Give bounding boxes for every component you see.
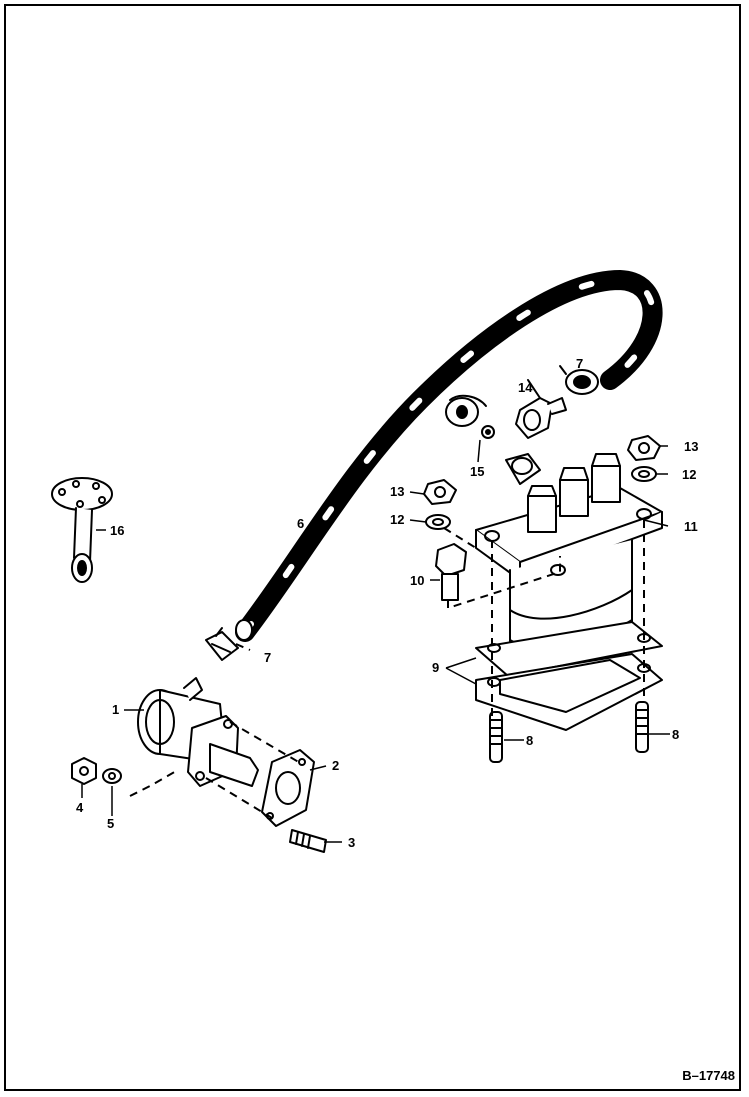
figure-reference: B–17748 — [682, 1068, 735, 1083]
callout-6: 6 — [297, 516, 304, 531]
callout-16: 16 — [110, 523, 124, 538]
washer-5 — [102, 768, 122, 784]
fuel-hose — [235, 270, 663, 642]
washer-12-left — [425, 514, 451, 530]
callout-2: 2 — [332, 758, 339, 773]
nut-4 — [71, 757, 97, 785]
hose-clamp-lower — [205, 627, 239, 661]
callout-13-left: 13 — [390, 484, 404, 499]
callout-10: 10 — [410, 573, 424, 588]
stud-left — [489, 711, 503, 763]
hose-clamp-upper — [559, 365, 599, 395]
alignment-lines — [129, 520, 645, 819]
callout-14: 14 — [518, 380, 533, 395]
callout-13-right: 13 — [684, 439, 698, 454]
callout-9: 9 — [432, 660, 439, 675]
callout-11: 11 — [684, 519, 698, 534]
callout-3: 3 — [348, 835, 355, 850]
callout-5: 5 — [107, 816, 114, 831]
pump-gasket — [475, 621, 663, 731]
bolt-10 — [435, 543, 467, 601]
callout-7-upper: 7 — [576, 356, 583, 371]
leader-lines — [81, 439, 670, 843]
washer-12-right — [631, 466, 657, 482]
callouts: 1 2 3 4 5 6 7 7 8 8 9 10 11 12 12 13 13 … — [76, 356, 698, 850]
nut-13-left — [423, 479, 457, 505]
flange-16 — [51, 477, 113, 583]
callout-12-right: 12 — [682, 467, 696, 482]
nut-13-right — [627, 435, 661, 461]
callout-12-left: 12 — [390, 512, 404, 527]
callout-8-right: 8 — [672, 727, 679, 742]
callout-1: 1 — [112, 702, 119, 717]
fitting-15 — [445, 394, 495, 439]
stud-3 — [289, 829, 327, 853]
callout-7-lower: 7 — [264, 650, 271, 665]
gasket-2 — [261, 749, 315, 827]
stud-right — [635, 701, 649, 753]
fuel-pump — [137, 677, 259, 787]
callout-15: 15 — [470, 464, 484, 479]
banjo-fitting — [515, 379, 567, 439]
callout-8-left: 8 — [526, 733, 533, 748]
callout-4: 4 — [76, 800, 84, 815]
